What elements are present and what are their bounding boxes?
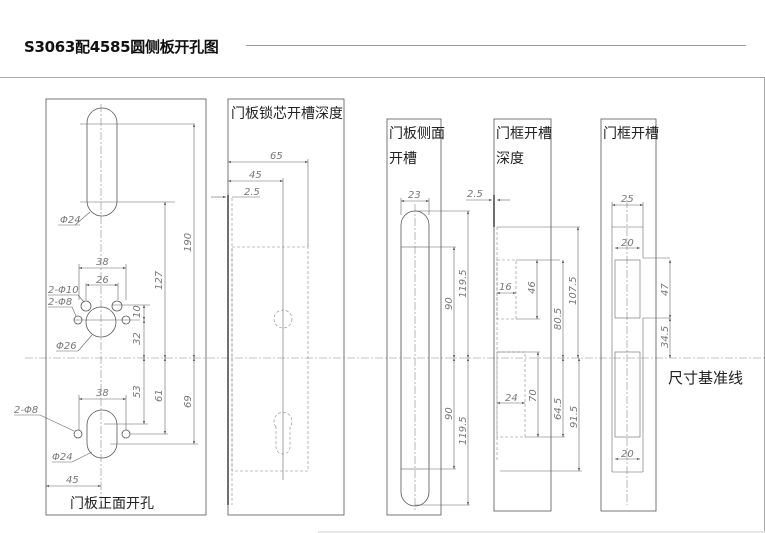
dim-v46: 46 (527, 281, 538, 294)
dim-v345: 34.5 (660, 326, 671, 348)
dim-w25: 25 (621, 194, 634, 205)
cylinder-hole (273, 412, 293, 455)
leader (74, 211, 91, 226)
handle-hole-26 (85, 306, 117, 338)
dim-v1195-bottom: 119.5 (458, 416, 469, 445)
dim-top-slot-dia: Φ24 (60, 215, 81, 226)
dim-v1075: 107.5 (568, 276, 579, 305)
view-caption-frame-depth-1: 门框开槽 (496, 126, 552, 142)
hole-8-lower-left (73, 429, 83, 439)
dim-holes-10: 2-Φ10 (48, 285, 79, 296)
dim-v70: 70 (528, 389, 539, 402)
title-divider (246, 45, 746, 46)
lock-panel-outline (227, 98, 345, 516)
dim-d16: 16 (499, 282, 512, 293)
hole-10-right (111, 300, 123, 312)
dim-v127: 127 (154, 270, 165, 290)
strike-pocket-upper (496, 259, 517, 320)
frame-slot-outline (600, 118, 657, 512)
dim-v805: 80.5 (553, 308, 564, 330)
leader (77, 294, 85, 303)
dim-upper-26: 26 (96, 275, 109, 286)
dim-v32: 32 (132, 332, 143, 345)
dim-v1195-top: 119.5 (458, 269, 469, 298)
dim-dia-24-lower: Φ24 (52, 452, 73, 463)
dim-w23: 23 (408, 190, 421, 201)
spindle-hole (273, 309, 293, 329)
dim-d45: 45 (249, 170, 262, 181)
dim-dia-26: Φ26 (56, 341, 77, 352)
strike-hatch-upper (614, 259, 641, 319)
page-title: S3063配4585圆侧板开孔图 (24, 38, 219, 56)
dim-holes-8-upper: 2-Φ8 (48, 297, 72, 308)
dim-d25: 2.5 (244, 187, 260, 198)
dim-upper-38: 38 (96, 257, 109, 268)
dim-lower-38: 38 (96, 388, 109, 399)
hole-10-left (80, 300, 92, 312)
view-frame-depth: 门框开槽 深度 2.5 16 46 80.5 107.5 24 70 64.5 … (466, 118, 582, 512)
view-caption-frame-depth-2: 深度 (496, 151, 524, 167)
leader (39, 414, 75, 432)
leader (71, 306, 77, 317)
dim-d65: 65 (270, 151, 283, 162)
drawing-frame-top (0, 77, 765, 78)
dim-v90-bottom: 90 (444, 407, 455, 420)
dim-v190: 190 (183, 233, 194, 252)
dim-v90-top: 90 (444, 297, 455, 310)
dim-w20-top: 20 (621, 238, 634, 249)
top-slot (86, 107, 118, 217)
view-door-side: 门板侧面 开槽 23 90 119.5 90 119.5 (386, 118, 470, 516)
front-panel-outline (45, 98, 207, 516)
side-panel-outline (386, 118, 442, 516)
dim-d24: 24 (505, 393, 518, 404)
strike-pocket-lower (496, 351, 526, 438)
dim-holes-8-lower: 2-Φ8 (14, 405, 38, 416)
view-lock-depth: 门板锁芯开槽深度 65 45 2.5 (211, 98, 345, 516)
view-caption-side-1: 门板侧面 (389, 126, 445, 142)
dim-v53: 53 (132, 385, 143, 398)
hole-8-lower-right (121, 429, 131, 439)
view-caption-side-2: 开槽 (389, 151, 417, 167)
drawing-frame-bottom (318, 531, 765, 533)
dim-v69: 69 (183, 395, 194, 408)
cylinder-slot (86, 409, 118, 459)
leader (77, 334, 93, 352)
view-door-front: Φ24 38 26 2-Φ10 2-Φ8 Φ26 10 32 127 190 (14, 98, 207, 516)
view-caption-frame-slot: 门框开槽 (603, 126, 659, 142)
leader (71, 451, 93, 463)
dim-w20-bottom: 20 (621, 449, 634, 460)
datum-label: 尺寸基准线 (668, 369, 743, 387)
dim-w45: 45 (66, 475, 79, 486)
view-caption-lock-depth: 门板锁芯开槽深度 (231, 106, 343, 122)
dim-v915: 91.5 (569, 406, 580, 428)
lock-body-pocket (231, 246, 309, 472)
dim-frame-d25: 2.5 (467, 189, 483, 200)
strike-hatch-lower (614, 351, 641, 438)
dim-v47: 47 (660, 283, 671, 296)
dim-v61: 61 (154, 389, 165, 402)
dim-v10: 10 (132, 305, 143, 318)
view-caption-front: 门板正面开孔 (70, 496, 154, 512)
dim-v645: 64.5 (553, 398, 564, 420)
view-frame-slot: 门框开槽 25 20 47 34.5 20 (600, 118, 671, 512)
frame-depth-outline (493, 118, 552, 512)
